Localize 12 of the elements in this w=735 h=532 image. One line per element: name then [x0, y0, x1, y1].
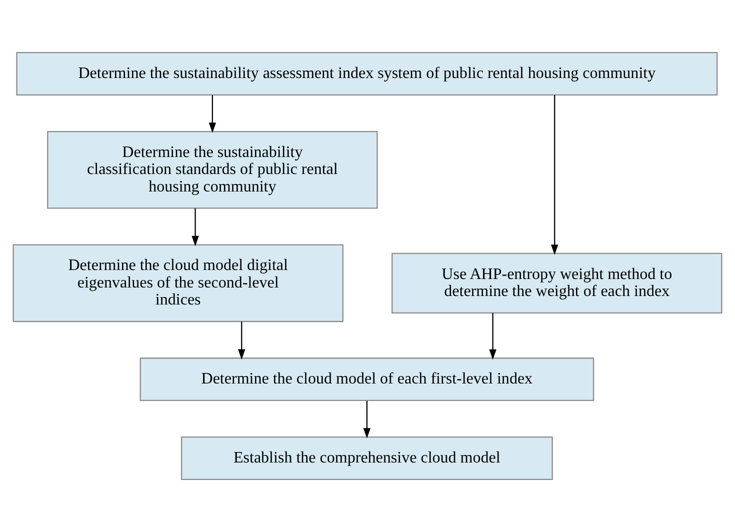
arrow	[238, 322, 246, 360]
node-box: Determine the cloud model of each first-level index	[140, 358, 594, 402]
node-box: Determine the cloud model digital eigenvalues of the second-level indices	[12, 244, 344, 322]
arrow	[208, 95, 216, 133]
arrow	[551, 94, 558, 255]
arrow	[489, 313, 496, 360]
arrow	[192, 208, 199, 246]
node-box: Use AHP-entropy weight method to determine the weight of each index	[392, 252, 722, 314]
node-box: Determine the sustainability assessment index system of public rental housing community	[16, 52, 718, 96]
node-box: Determine the sustainability classification standards of public rental housing community	[47, 130, 378, 209]
arrow	[363, 400, 371, 438]
node-box: Establish the comprehensive cloud model	[180, 436, 553, 480]
